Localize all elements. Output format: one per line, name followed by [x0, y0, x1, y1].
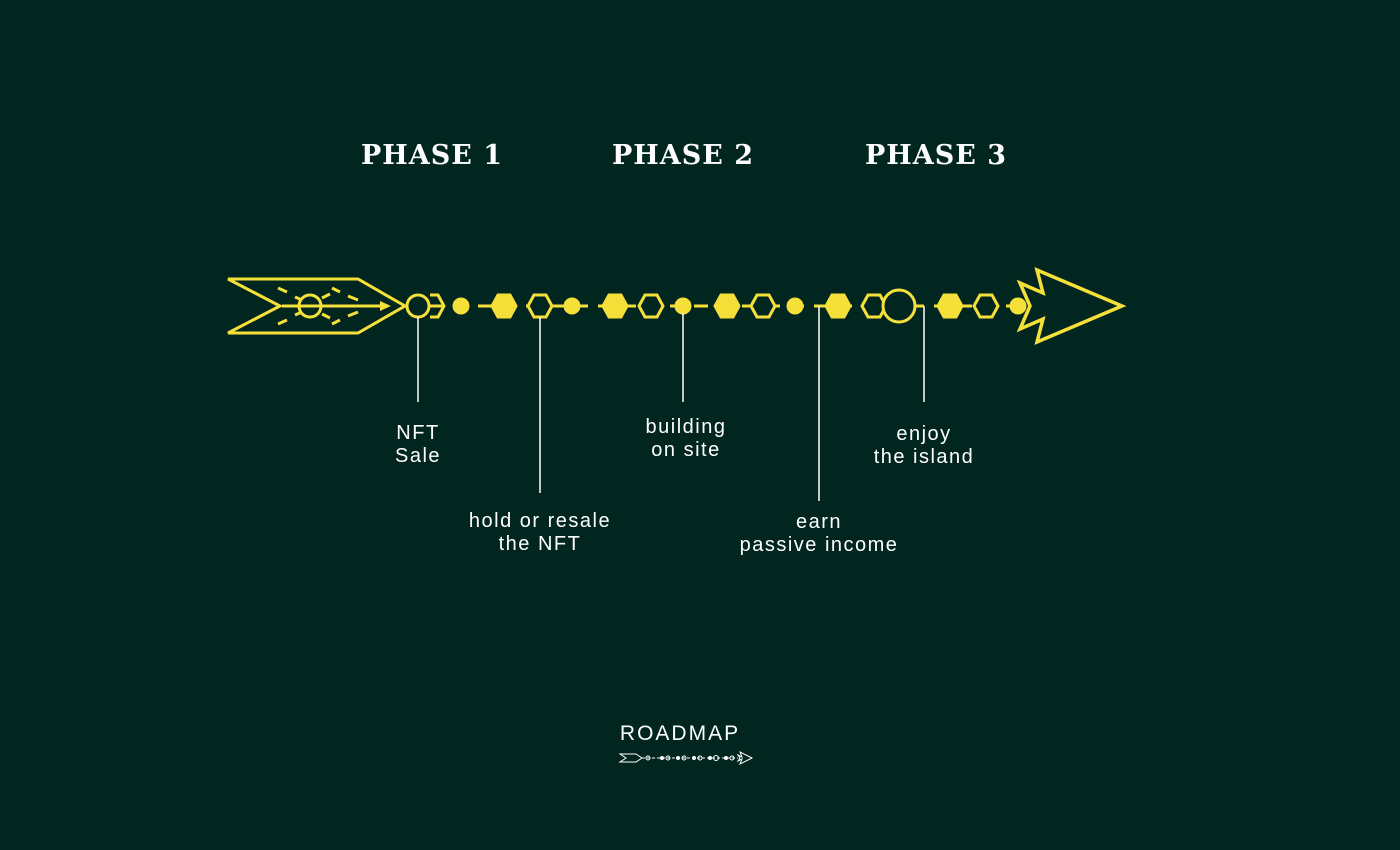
phase-3-title: PHASE 3 — [864, 140, 1008, 171]
milestone-line: the NFT — [498, 533, 582, 555]
arrow-tail-icon — [227, 277, 409, 335]
mini-arrow-icon — [618, 750, 754, 766]
roadmap-footer-title: ROADMAP — [619, 722, 741, 745]
arrow-head-icon — [1016, 267, 1127, 345]
milestone-building-on-site: building on site — [556, 416, 816, 462]
milestone-hold-or-resale: hold or resale the NFT — [410, 510, 670, 556]
milestone-enjoy-the-island: enjoy the island — [794, 423, 1054, 469]
roadmap-arrow — [227, 267, 1127, 501]
milestone-line: enjoy — [896, 423, 952, 445]
milestone-line: NFT — [396, 422, 440, 444]
milestone-line: earn — [795, 511, 843, 533]
milestone-earn-passive-income: earn passive income — [689, 511, 949, 557]
milestone-line: Sale — [394, 445, 442, 467]
milestone-line: building — [645, 416, 727, 438]
phase-2-title: PHASE 2 — [611, 140, 755, 171]
milestone-line: on site — [651, 439, 721, 461]
milestone-nft-sale: NFT Sale — [288, 422, 548, 468]
milestone-line: passive income — [739, 534, 899, 556]
phase-1-title: PHASE 1 — [360, 140, 504, 171]
milestone-line: hold or resale — [468, 510, 612, 532]
milestone-line: the island — [873, 446, 975, 468]
